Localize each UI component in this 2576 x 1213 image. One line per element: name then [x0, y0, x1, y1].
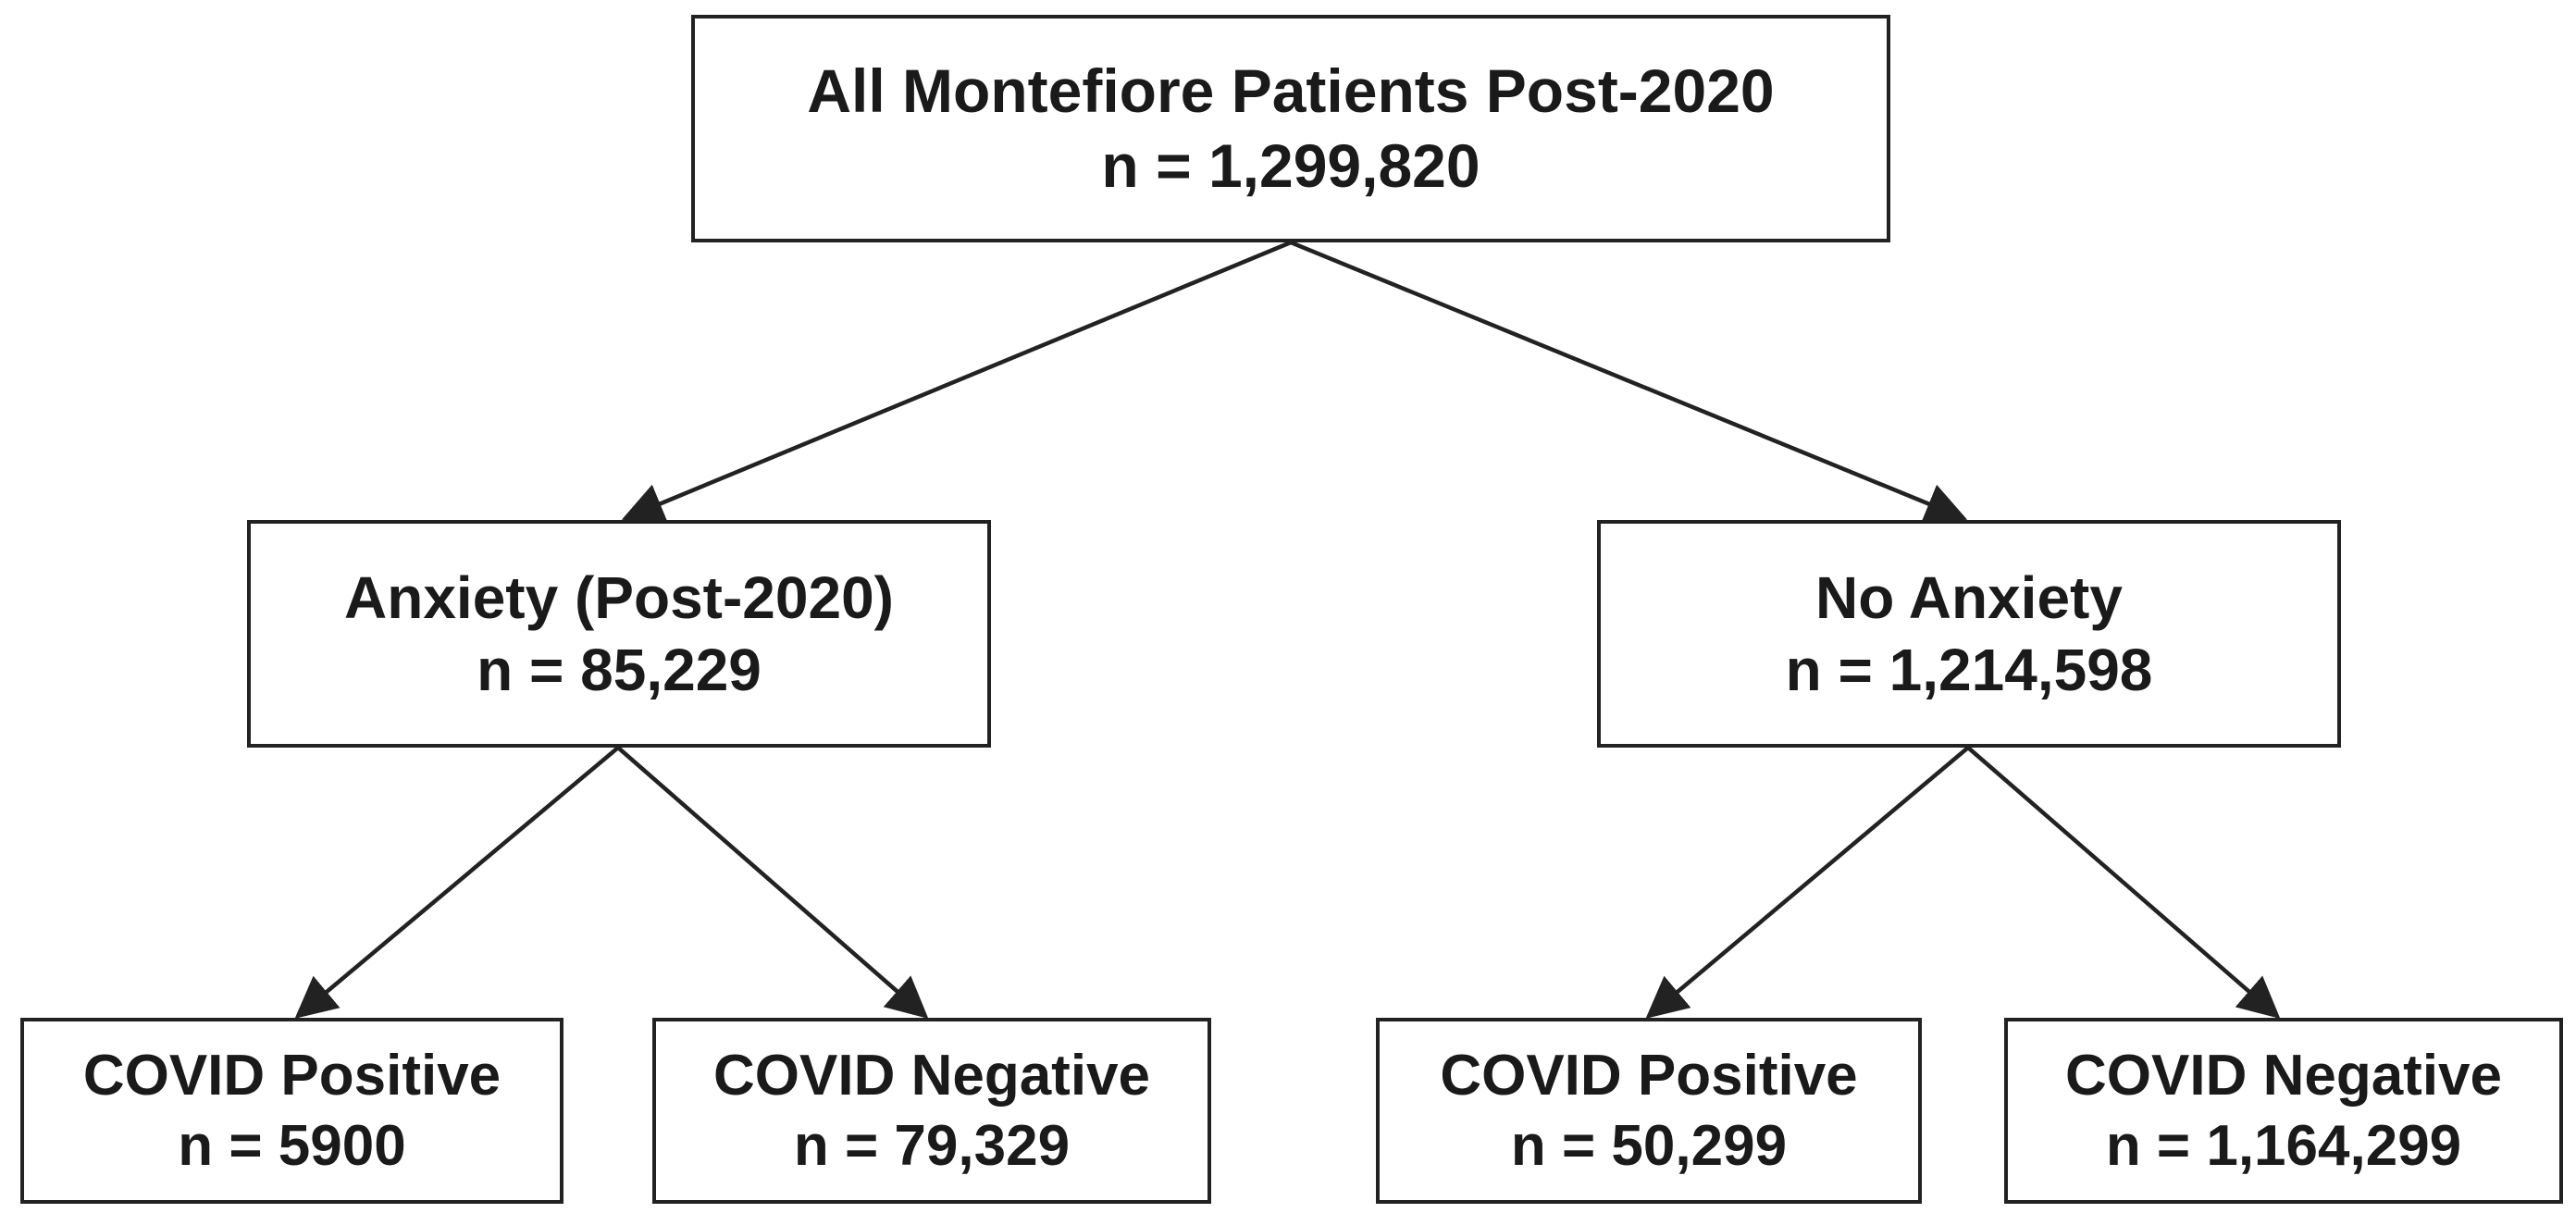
anxiety-covid-negative-count: n = 79,329: [793, 1113, 1071, 1178]
no-anxiety-node-title: No Anxiety: [1815, 563, 2123, 631]
no-anxiety-covid-negative-node: COVID Negative n = 1,164,299: [2004, 1018, 2563, 1204]
no-anxiety-node-count: n = 1,214,598: [1785, 637, 2153, 703]
arrow-root-to-anxiety: [621, 240, 1292, 524]
no-anxiety-covid-positive-count: n = 50,299: [1510, 1113, 1788, 1178]
anxiety-covid-negative-node: COVID Negative n = 79,329: [652, 1018, 1211, 1204]
root-node-all-patients: All Montefiore Patients Post-2020 n = 1,…: [691, 15, 1890, 242]
anxiety-covid-positive-node: COVID Positive n = 5900: [20, 1018, 564, 1204]
anxiety-node-title: Anxiety (Post-2020): [344, 563, 894, 631]
no-anxiety-covid-positive-title: COVID Positive: [1440, 1043, 1858, 1108]
anxiety-node: Anxiety (Post-2020) n = 85,229: [247, 520, 991, 748]
arrow-anxiety-to-covid-negative: [616, 746, 929, 1019]
no-anxiety-covid-positive-node: COVID Positive n = 50,299: [1376, 1018, 1922, 1204]
arrow-anxiety-to-covid-positive: [294, 746, 620, 1019]
no-anxiety-covid-negative-title: COVID Negative: [2064, 1043, 2503, 1108]
arrow-no-anxiety-to-covid-negative: [1966, 746, 2281, 1019]
no-anxiety-covid-negative-count: n = 1,164,299: [2105, 1113, 2462, 1178]
root-node-title: All Montefiore Patients Post-2020: [807, 56, 1775, 126]
anxiety-covid-negative-title: COVID Negative: [712, 1043, 1151, 1108]
anxiety-covid-positive-title: COVID Positive: [82, 1043, 502, 1108]
root-node-count: n = 1,299,820: [1101, 131, 1480, 200]
arrow-no-anxiety-to-covid-positive: [1645, 746, 1970, 1019]
arrow-root-to-no-anxiety: [1290, 240, 1968, 524]
anxiety-node-count: n = 85,229: [477, 637, 762, 703]
no-anxiety-node: No Anxiety n = 1,214,598: [1597, 520, 2341, 748]
anxiety-covid-positive-count: n = 5900: [178, 1113, 406, 1178]
